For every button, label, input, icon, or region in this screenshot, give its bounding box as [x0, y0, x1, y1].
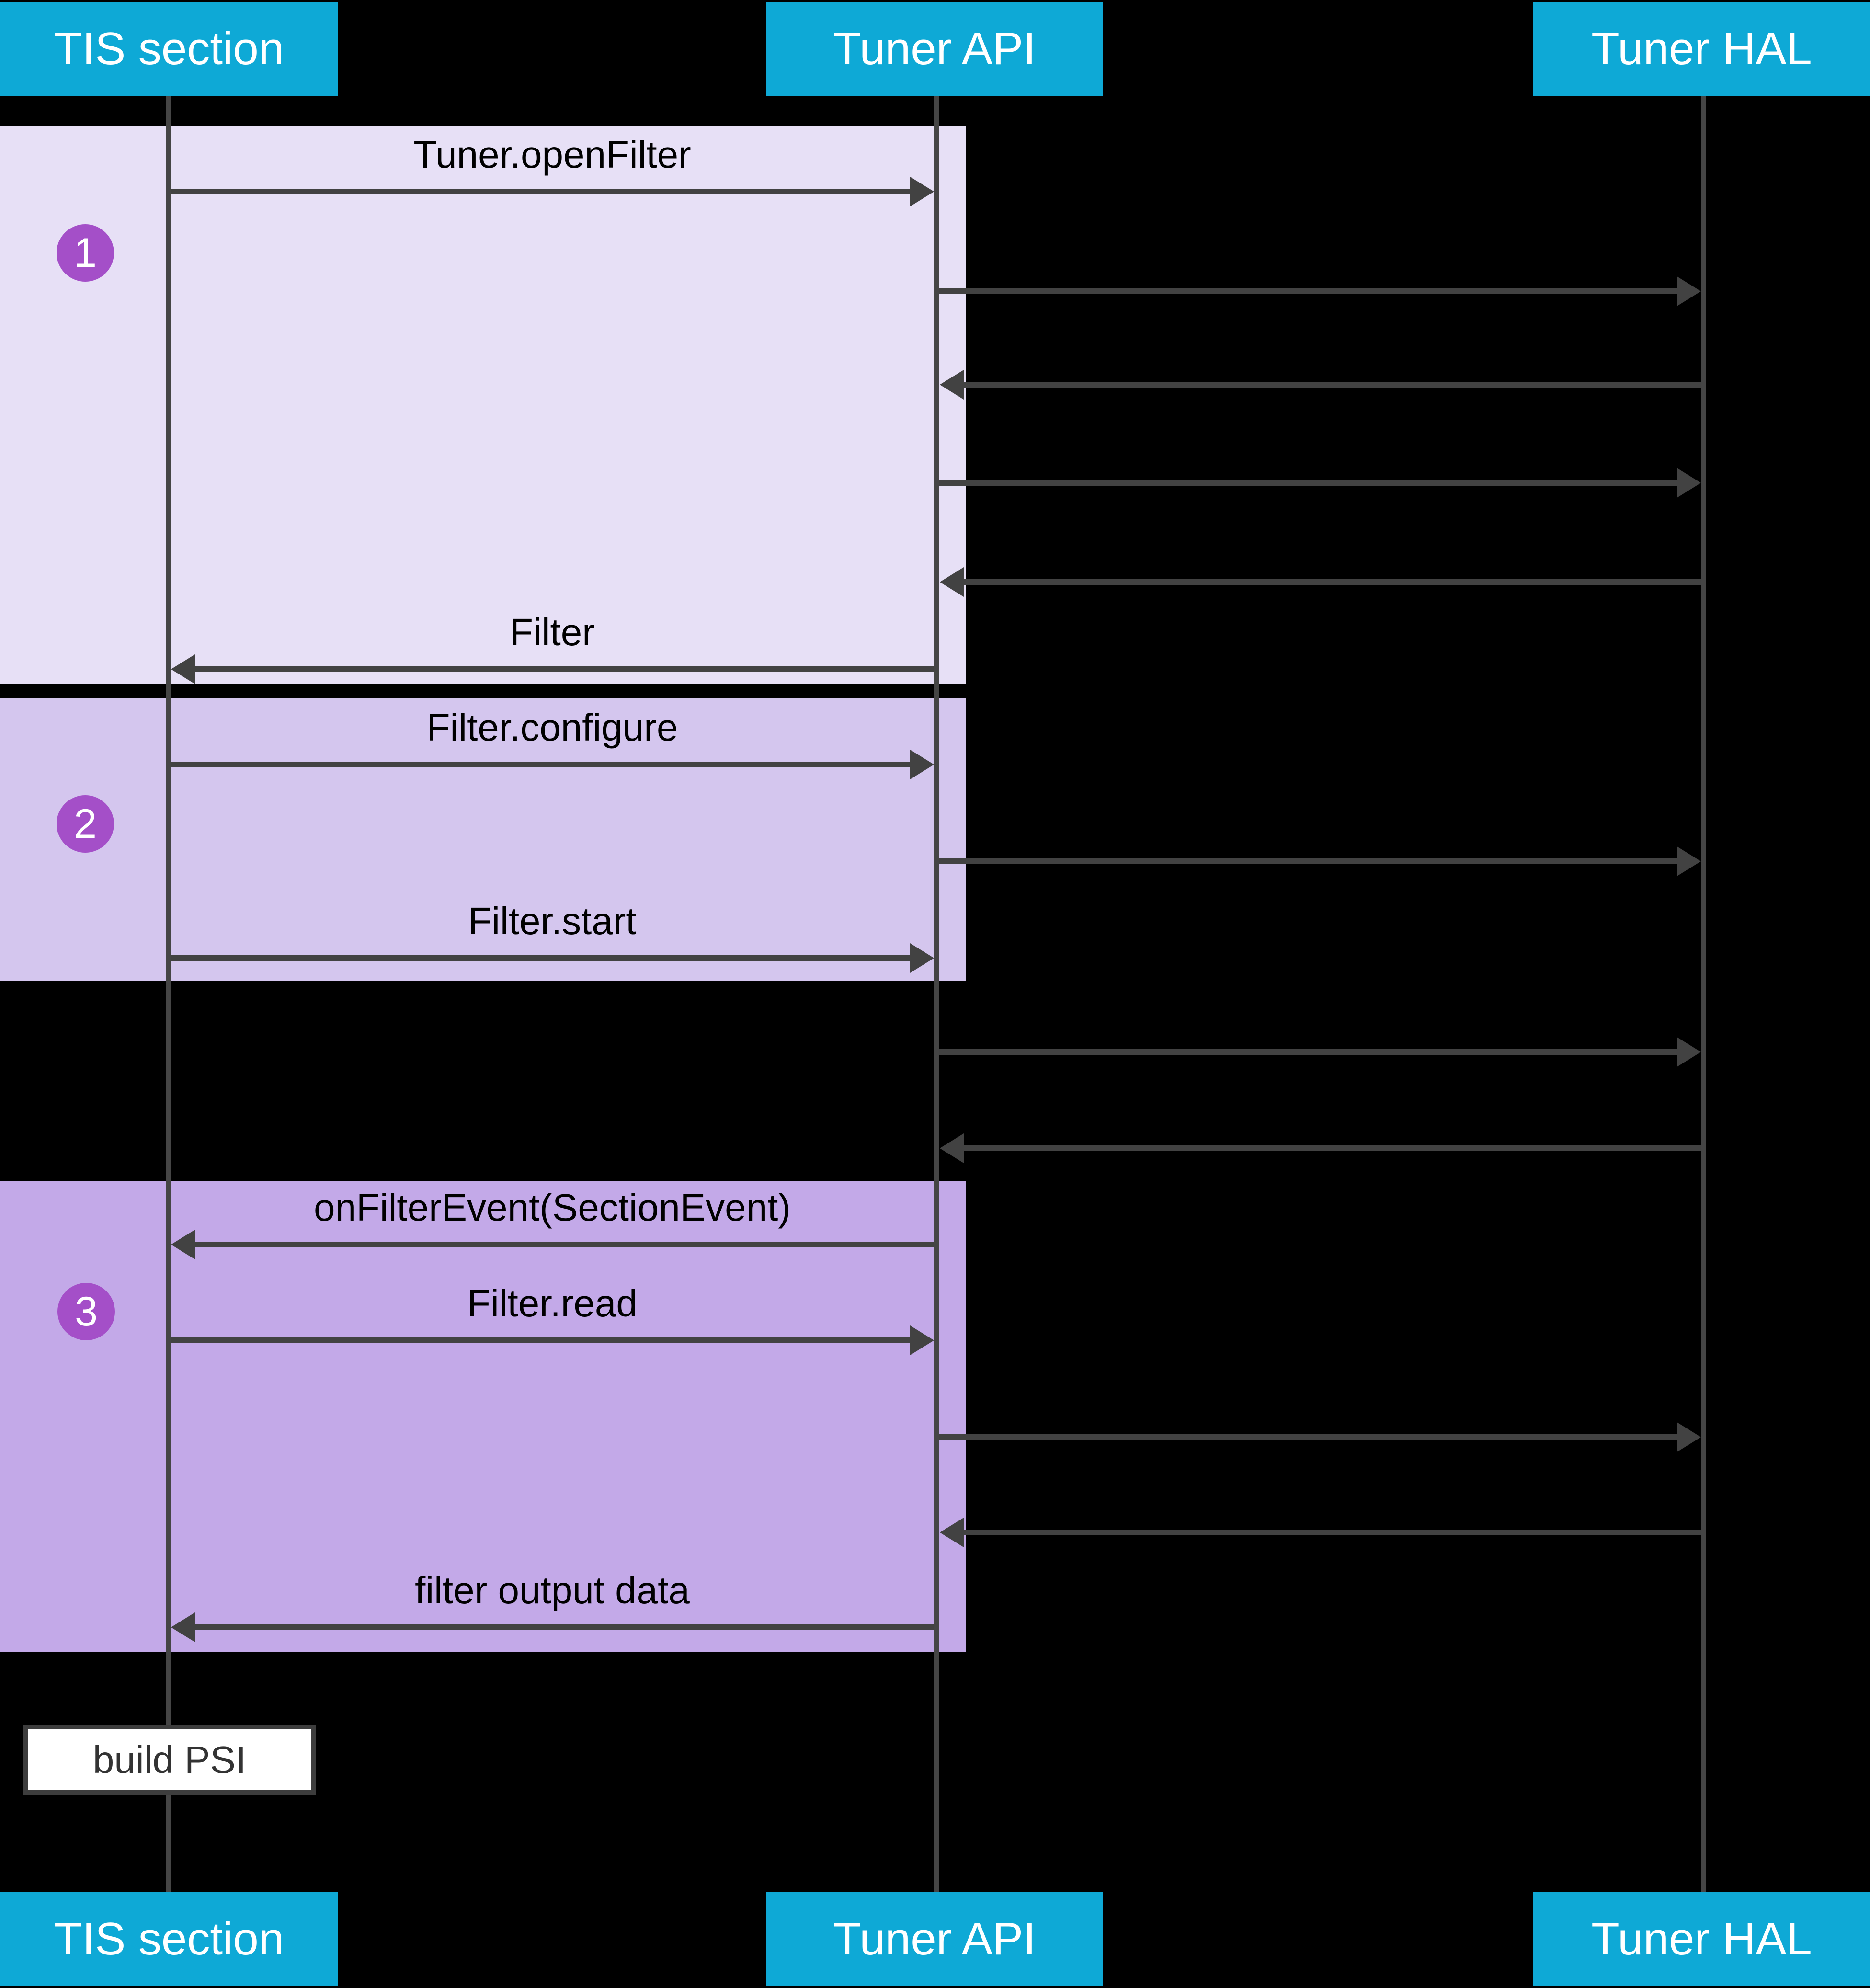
section-1-open-filter-box [0, 126, 966, 684]
message-label-tuner-openfilter: Tuner.openFilter [413, 133, 691, 176]
arrow-filter-start [171, 943, 934, 973]
participant-bottom-tuner-api: Tuner API [766, 1892, 1103, 1986]
message-label-filter-configure: Filter.configure [426, 706, 678, 749]
participant-top-tuner-hal: Tuner HAL [1533, 2, 1870, 96]
section-3-filter-event-box [0, 1181, 966, 1652]
note-build-psi: build PSI [23, 1725, 316, 1795]
message-label-onfilterevent: onFilterEvent(SectionEvent) [313, 1186, 791, 1229]
arrow-api-to-hal [939, 1422, 1701, 1452]
arrow-filter-output-data [171, 1612, 934, 1643]
participant-top-tis-section: TIS section [0, 2, 338, 96]
arrow-filter-return [171, 654, 934, 685]
arrow-api-to-hal [939, 468, 1701, 498]
message-label-filter-return: Filter [510, 611, 595, 653]
arrow-hal-to-api [940, 1517, 1701, 1548]
lifeline-api-overlay [934, 1181, 939, 1652]
participant-bottom-tis-section: TIS section [0, 1892, 338, 1986]
message-label-filter-start: Filter.start [468, 900, 637, 942]
lifeline-tuner-api [934, 96, 939, 1892]
step-2-badge: 2 [57, 795, 114, 853]
lifeline-tis-overlay [166, 698, 171, 981]
arrow-api-to-hal [939, 1037, 1701, 1067]
arrow-filter-read [171, 1325, 934, 1356]
arrow-tuner-openfilter [171, 176, 934, 207]
participant-bottom-tuner-hal: Tuner HAL [1533, 1892, 1870, 1986]
section-2-configure-start-box [0, 698, 966, 981]
message-label-filter-read: Filter.read [467, 1282, 638, 1325]
lifeline-api-overlay [934, 126, 939, 684]
message-label-filter-output-data: filter output data [415, 1569, 690, 1611]
arrow-api-to-hal [939, 276, 1701, 307]
lifeline-api-overlay [934, 698, 939, 981]
arrow-filter-configure [171, 749, 934, 780]
arrow-api-to-hal [939, 846, 1701, 877]
participant-top-tuner-api: Tuner API [766, 2, 1103, 96]
arrow-hal-to-api [940, 1133, 1701, 1164]
arrow-hal-to-api [940, 567, 1701, 597]
arrow-hal-to-api [940, 369, 1701, 400]
step-3-badge: 3 [57, 1283, 115, 1340]
lifeline-tuner-hal [1701, 96, 1706, 1892]
step-1-badge: 1 [57, 224, 114, 282]
lifeline-tis-overlay [166, 126, 171, 684]
lifeline-tis-section [166, 96, 171, 1892]
lifeline-tis-overlay [166, 1181, 171, 1652]
arrow-onfilterevent [171, 1229, 934, 1260]
